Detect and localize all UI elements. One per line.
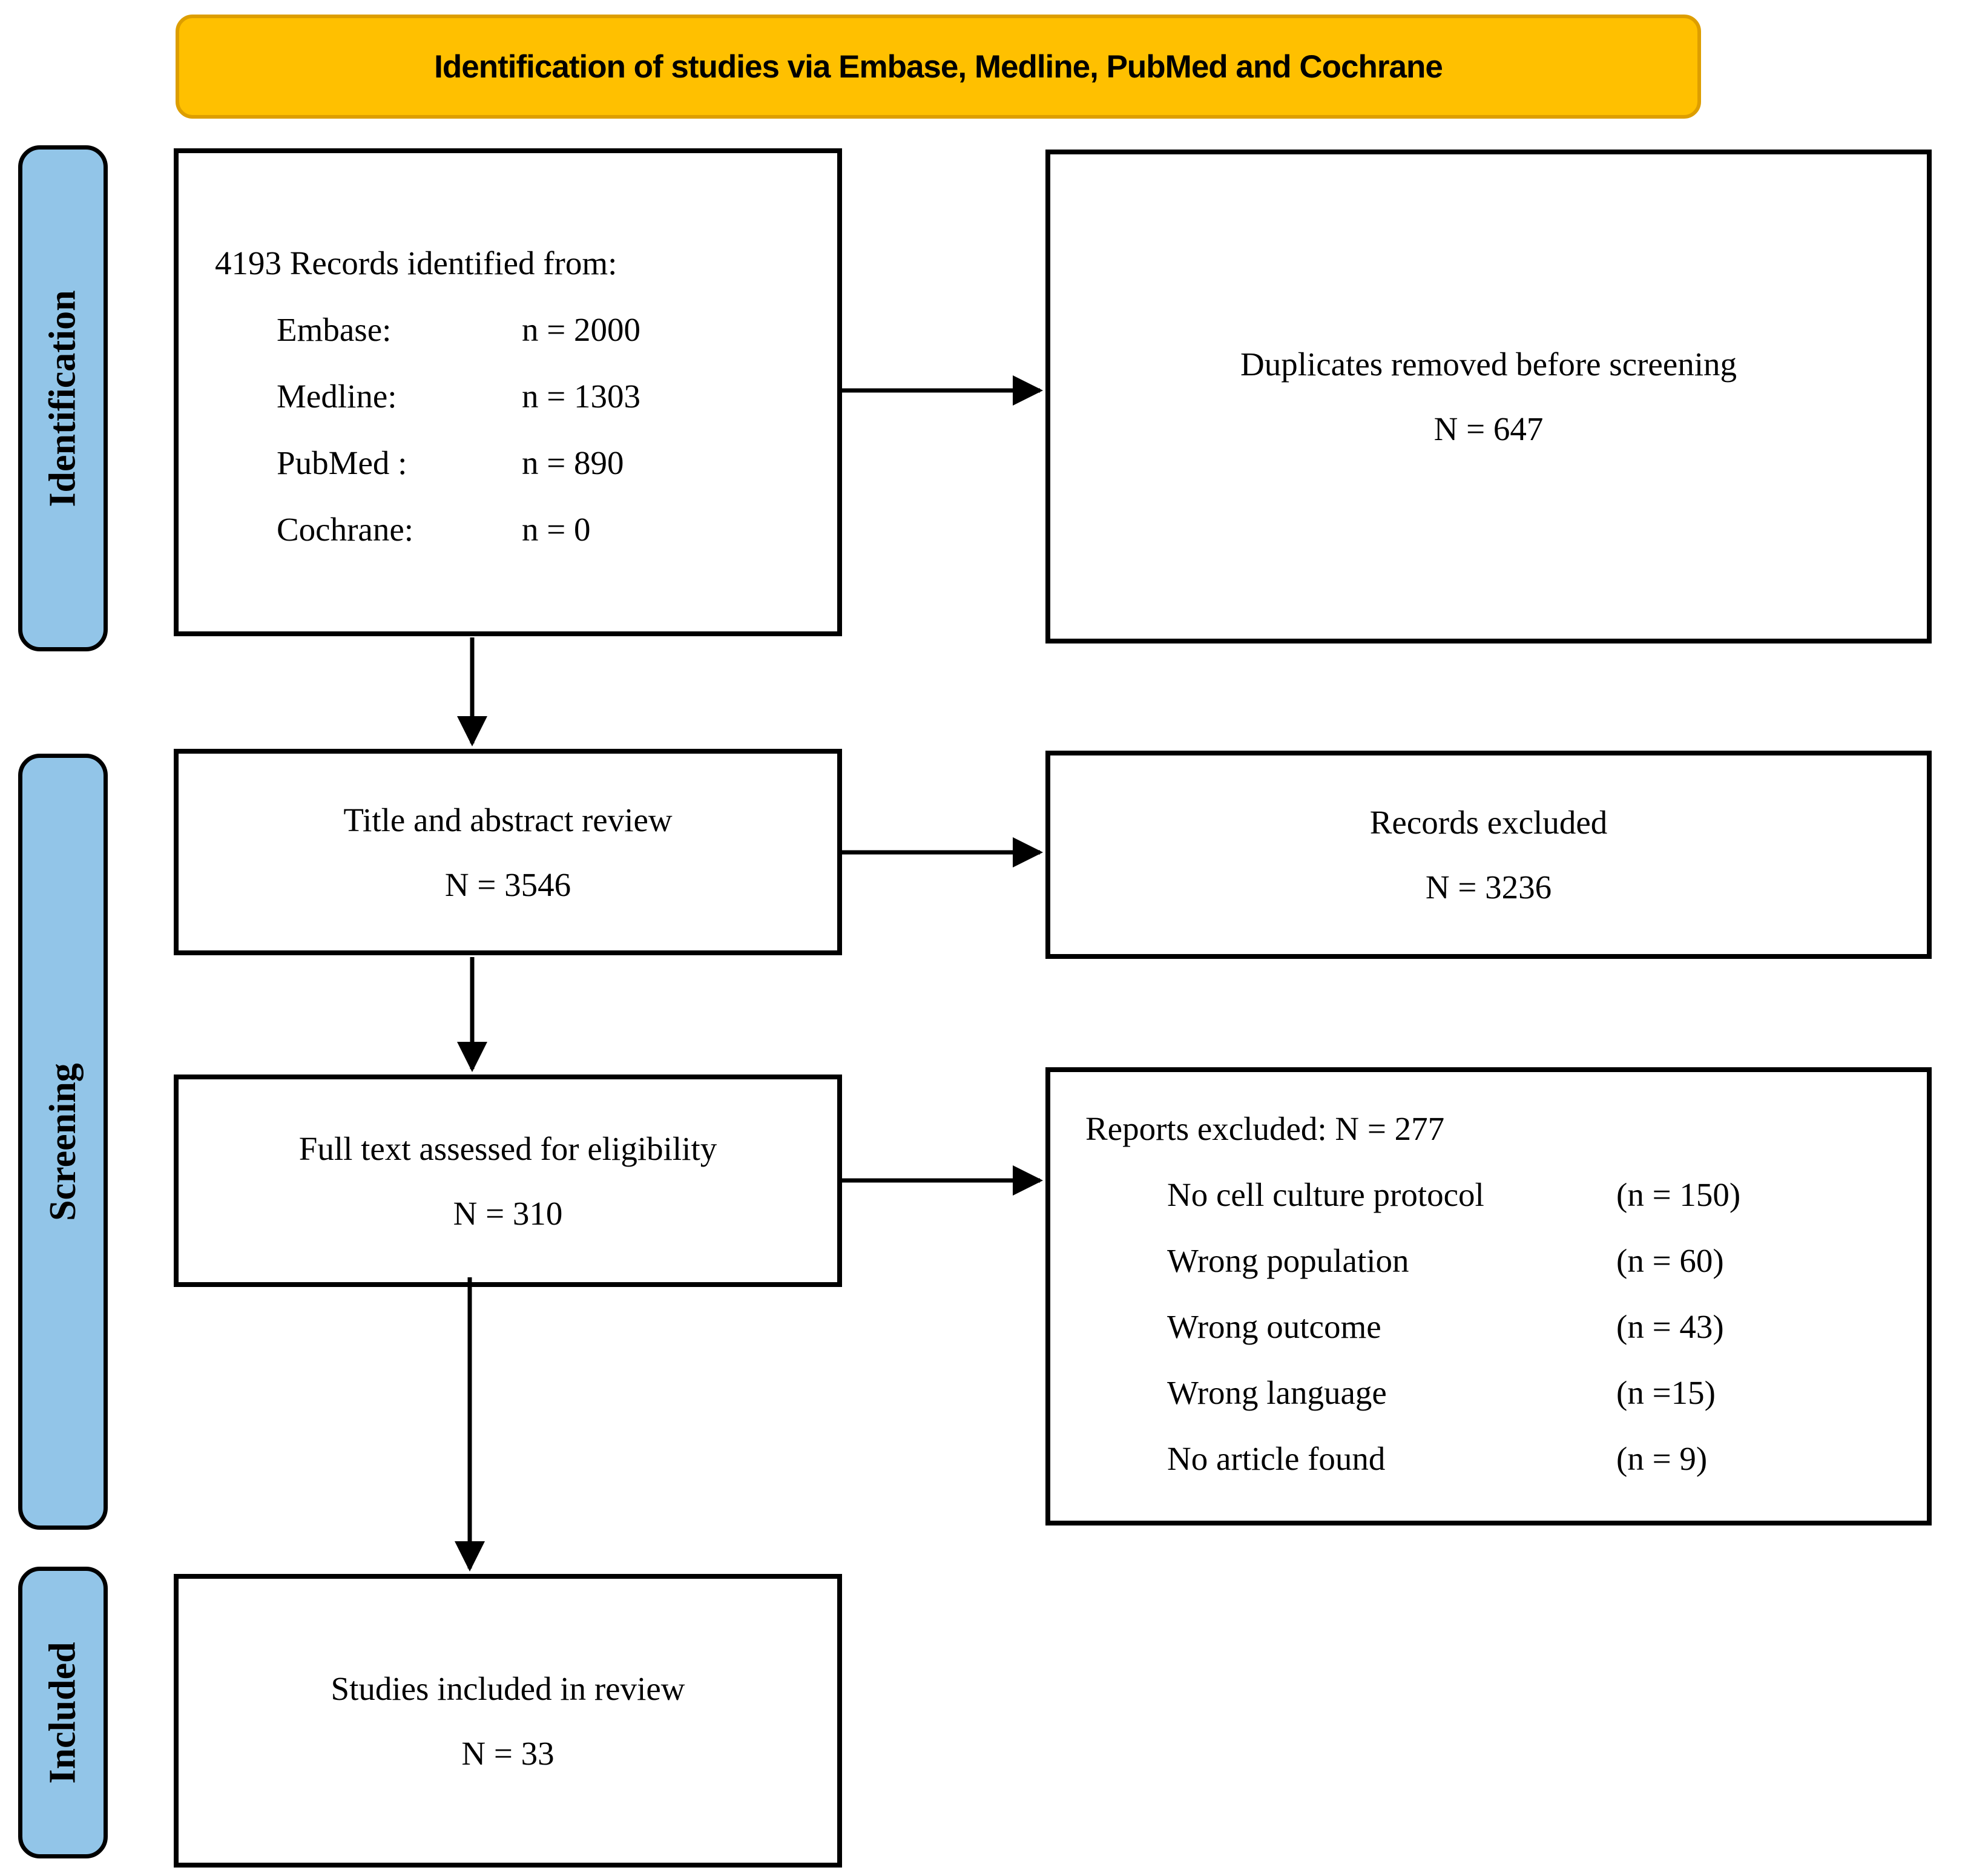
reason-label: No cell culture protocol — [1167, 1176, 1484, 1213]
full-text-line1: Full text assessed for eligibility — [298, 1130, 717, 1167]
box-records-identified: 4193 Records identified from: Embase: n … — [174, 148, 842, 636]
title-abstract-line1: Title and abstract review — [343, 801, 673, 838]
reason-value: (n = 9) — [1616, 1440, 1708, 1477]
reason-label: Wrong language — [1167, 1374, 1387, 1411]
source-row: Medline: n = 1303 — [277, 377, 819, 415]
records-identified-title: 4193 Records identified from: — [215, 245, 617, 281]
included-line1: Studies included in review — [331, 1670, 685, 1707]
reason-label: No article found — [1167, 1440, 1386, 1477]
source-value: n = 2000 — [522, 311, 641, 348]
source-row: Embase: n = 2000 — [277, 311, 819, 349]
source-label: Medline: — [277, 378, 397, 415]
duplicates-line1: Duplicates removed before screening — [1240, 346, 1737, 383]
reason-value: (n = 60) — [1616, 1242, 1724, 1279]
title-abstract-count: N = 3546 — [444, 866, 571, 903]
stage-label-screening: Screening — [18, 754, 108, 1530]
box-reports-excluded: Reports excluded: N = 277 No cell cultur… — [1045, 1067, 1932, 1525]
source-value: n = 0 — [522, 511, 591, 548]
box-records-excluded: Records excluded N = 3236 — [1045, 751, 1932, 959]
source-label: PubMed : — [277, 444, 407, 481]
reason-label: Wrong population — [1167, 1242, 1409, 1279]
stage-label-included-text: Included — [42, 1641, 84, 1784]
banner: Identification of studies via Embase, Me… — [176, 15, 1701, 119]
records-excluded-count: N = 3236 — [1425, 869, 1552, 906]
stage-label-identification-text: Identification — [42, 289, 84, 507]
banner-title: Identification of studies via Embase, Me… — [434, 48, 1443, 85]
stage-label-identification: Identification — [18, 145, 108, 651]
source-label: Cochrane: — [277, 511, 414, 548]
source-value: n = 890 — [522, 444, 624, 481]
reason-row: Wrong population (n = 60) — [1167, 1242, 1909, 1280]
source-row: Cochrane: n = 0 — [277, 510, 819, 548]
box-title-abstract-review: Title and abstract review N = 3546 — [174, 749, 842, 955]
reason-value: (n = 43) — [1616, 1308, 1724, 1345]
reason-value: (n =15) — [1616, 1374, 1716, 1411]
reason-row: No article found (n = 9) — [1167, 1440, 1909, 1478]
stage-label-included: Included — [18, 1567, 108, 1858]
full-text-count: N = 310 — [453, 1194, 563, 1232]
reason-label: Wrong outcome — [1167, 1308, 1381, 1345]
source-label: Embase: — [277, 311, 392, 348]
box-duplicates-removed: Duplicates removed before screening N = … — [1045, 150, 1932, 643]
box-full-text-assessed: Full text assessed for eligibility N = 3… — [174, 1075, 842, 1287]
duplicates-count: N = 647 — [1433, 410, 1544, 447]
reason-value: (n = 150) — [1616, 1176, 1741, 1213]
reports-excluded-title: Reports excluded: N = 277 — [1085, 1110, 1445, 1147]
box-studies-included: Studies included in review N = 33 — [174, 1574, 842, 1868]
reason-row: Wrong outcome (n = 43) — [1167, 1308, 1909, 1346]
reason-row: No cell culture protocol (n = 150) — [1167, 1176, 1909, 1214]
included-count: N = 33 — [461, 1734, 555, 1772]
source-value: n = 1303 — [522, 378, 641, 415]
records-excluded-line1: Records excluded — [1369, 804, 1608, 841]
stage-label-screening-text: Screening — [42, 1062, 84, 1221]
reason-row: Wrong language (n =15) — [1167, 1374, 1909, 1412]
source-row: PubMed : n = 890 — [277, 444, 819, 482]
